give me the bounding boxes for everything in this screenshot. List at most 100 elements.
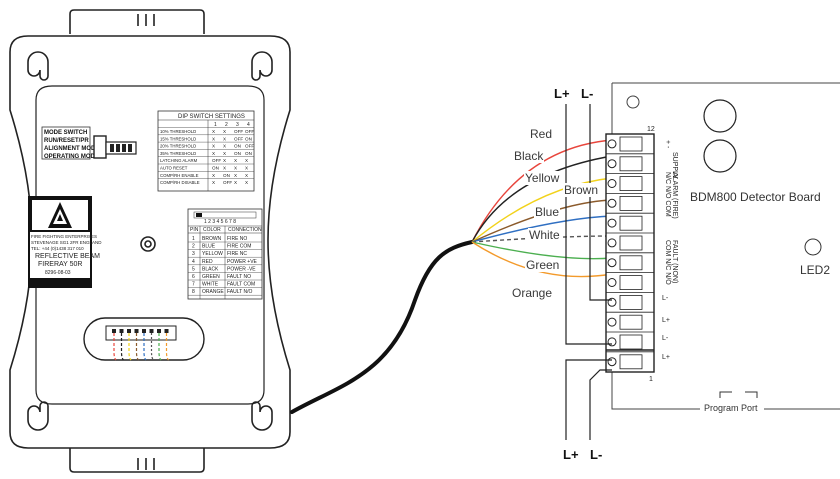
dip-cell: X [245, 180, 248, 185]
wire-label-orange: Orange [511, 286, 554, 300]
terminal-screw [607, 198, 617, 208]
terminal-cell [619, 334, 643, 350]
dip-cell: X [223, 136, 226, 141]
terminal-screw [607, 278, 617, 287]
dip-cell: X [223, 129, 226, 134]
dip-cell: ON [234, 151, 241, 156]
terminal-color: BLACK [202, 266, 219, 272]
terminal-cell [619, 314, 643, 330]
fan-wire-red [471, 139, 613, 243]
board-component-2 [703, 139, 737, 173]
terminal-cell [619, 255, 643, 271]
terminal-screw [607, 179, 617, 188]
loop-term-4: L+ [662, 354, 670, 361]
dip-cell: OFF [234, 136, 243, 141]
wire-label-blue: Blue [534, 205, 561, 219]
terminal-screw [607, 337, 617, 347]
dip-cell: X [234, 166, 237, 171]
terminal-pin: 7 [192, 282, 195, 288]
dip-cell: ON [245, 151, 252, 156]
terminal-cell [619, 136, 643, 152]
dip-cell: X [245, 166, 248, 171]
dip-cell: X [212, 129, 215, 134]
dip-cell: X [212, 136, 215, 141]
wire-label-white: White [528, 228, 561, 242]
wire-label-black: Black [513, 149, 545, 163]
connector-pin [112, 329, 116, 333]
connector-wire-black [120, 333, 124, 361]
terminal-color: ORANGE [202, 289, 224, 295]
terminal-color: GREEN [202, 274, 220, 280]
connector-pin [134, 329, 139, 333]
terminal-conn: FIRE COM [227, 244, 251, 250]
dip-cell: X [234, 173, 237, 178]
terminal-numbers: 1 2 3 4 5 6 7 8 [204, 219, 236, 225]
dip-cell: X [212, 180, 215, 185]
dip-title: DIP SWITCH SETTINGS [178, 114, 245, 120]
terminal-color: YELLOW [202, 251, 223, 257]
dip-cell: X [223, 151, 226, 156]
dip-cell: X [245, 173, 248, 178]
loop-wires [565, 104, 612, 440]
product-label: FIRE FIGHTING ENTERPRISES STEVENAGE SG1 … [28, 196, 102, 288]
fan-wire-yellow [471, 177, 613, 243]
terminal-cell [619, 275, 643, 291]
board-title: BDM800 Detector Board [690, 190, 821, 204]
dip-cell: OFF [245, 129, 254, 134]
terminal-screw [607, 258, 617, 268]
dip-row-label: COMP/RH ENABLE [160, 173, 199, 178]
dip-row-label: 15% THRESHOLD [160, 136, 196, 141]
led2-label: LED2 [800, 263, 831, 277]
terminal-pin: 1 [192, 236, 195, 242]
connector-pin [157, 329, 161, 333]
connector-wire-yellow [128, 333, 132, 361]
dip-cell: X [234, 158, 237, 163]
connector-pin [164, 329, 169, 333]
dip-col-1: 1 [214, 122, 217, 128]
loop-bottom-minus: L- [590, 447, 603, 462]
label-line-5: FIRERAY 50R [38, 261, 82, 268]
dip-cell: OFF [234, 129, 243, 134]
dip-row-label: 10% THRESHOLD [160, 129, 196, 134]
terminal-table: 1 2 3 4 5 6 7 8 PIN COLOR CONNECTION 1 BR… [187, 208, 263, 300]
terminal-color: BROWN [202, 236, 222, 242]
fan-wire-green [471, 241, 613, 260]
dip-row-label: 35% THRESHOLD [160, 151, 196, 156]
fault-terms: COM N/C N/O [664, 240, 671, 285]
connector-wire-brown [135, 333, 139, 361]
terminal-head-color: COLOR [203, 227, 221, 233]
dip-cell: X [223, 144, 226, 149]
dip-cell: ON [245, 136, 252, 141]
mode-line-2: RUN/RESET/PR [44, 138, 89, 144]
label-line-1: FIRE FIGHTING ENTERPRISES [31, 234, 97, 239]
terminal-cell [619, 195, 643, 211]
alarm-label: ALARM (FIRE) [671, 172, 678, 219]
terminal-head-pin: PIN [190, 227, 199, 233]
board-hole [626, 95, 640, 109]
loop-term-2: L+ [662, 317, 670, 324]
terminal-cell [619, 156, 643, 172]
terminal-screw [607, 218, 617, 228]
wire-label-yellow: Yellow [524, 171, 561, 185]
terminal-pin: 2 [192, 244, 195, 250]
label-line-2: STEVENAGE SG1 2FR ENGLAND [31, 240, 102, 245]
terminal-cell [619, 294, 643, 310]
label-line-4: REFLECTIVE BEAM [35, 253, 100, 260]
connector-pin [119, 329, 124, 333]
terminal-pin: 4 [192, 259, 195, 265]
fault-label: FAULT (NON) [671, 240, 678, 283]
terminal-head-conn: CONNECTION [228, 227, 262, 233]
dip-cell: X [212, 173, 215, 178]
dip-cell: ON [234, 144, 241, 149]
terminal-conn: POWER -VE [227, 266, 256, 272]
wire-label-brown: Brown [563, 183, 600, 197]
terminal-cell [619, 176, 643, 192]
fan-wire-blue [471, 215, 613, 243]
terminal-number-top: 12 [647, 126, 655, 133]
terminal-cell [619, 215, 643, 231]
dip-cell: X [212, 151, 215, 156]
label-line-3: TEL: +44 (0)1438 317 010 [31, 246, 84, 251]
program-port-outline [719, 391, 758, 398]
terminal-pin: 3 [192, 251, 195, 257]
